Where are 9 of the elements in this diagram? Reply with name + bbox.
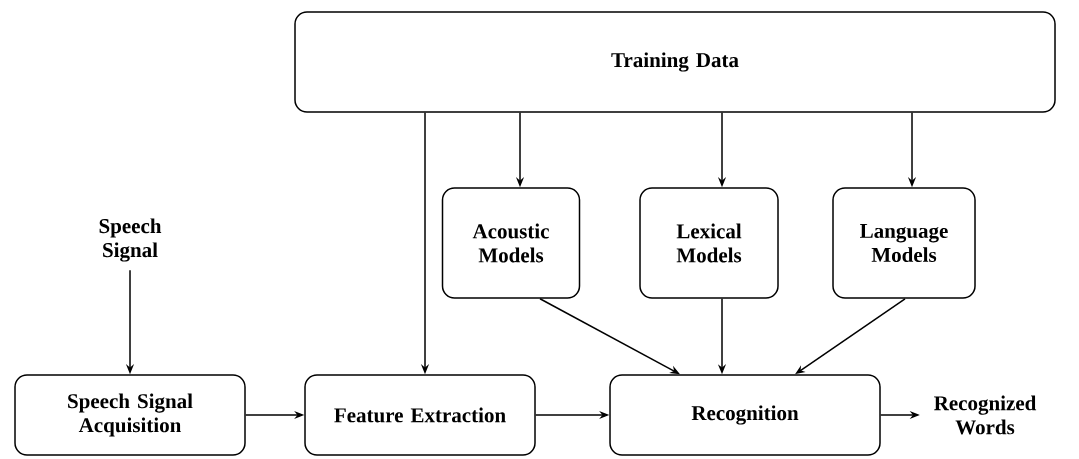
process-box: Speech Signal Acquisition (14, 374, 246, 456)
process-box: Lexical Models (639, 187, 779, 299)
text-label: Recognized Words (934, 395, 1037, 435)
process-box: Language Models (832, 187, 976, 299)
process-box: Feature Extraction (304, 374, 536, 456)
process-box: Recognition (609, 374, 881, 456)
text-label: Speech Signal (99, 218, 162, 262)
process-box: Acoustic Models (441, 187, 581, 299)
process-box: Training Data (294, 11, 1056, 113)
